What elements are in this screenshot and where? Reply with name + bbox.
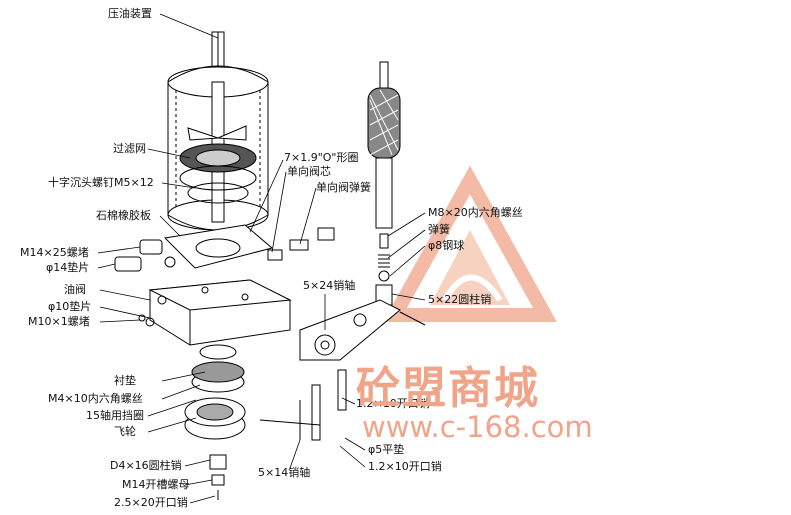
label-m4-screw: M4×10内六角螺丝 — [48, 392, 143, 405]
label-phi5-washer: φ5平垫 — [368, 443, 405, 456]
label-pin-5x14: 5×14销轴 — [258, 466, 311, 479]
label-m8-screw: M8×20内六角螺丝 — [428, 206, 523, 219]
label-filter-net: 过滤网 — [113, 142, 146, 155]
label-m14-screw: M14×25螺堵 — [20, 246, 89, 259]
label-phi10-washer: φ10垫片 — [48, 300, 92, 313]
label-check-valve-core: 单向阀芯 — [287, 165, 331, 178]
watermark-name: 砼盟商城 — [356, 363, 540, 414]
label-pin-d4x16: D4×16圆柱销 — [110, 459, 182, 472]
label-pad: 衬垫 — [114, 374, 136, 387]
label-flywheel: 飞轮 — [114, 425, 136, 438]
label-spring: 弹簧 — [428, 223, 450, 236]
label-phi8-ball: φ8钢球 — [428, 239, 465, 252]
watermark-url: www.c-168.com — [362, 410, 593, 444]
label-cotter-1-2x10-b: 1.2×10开口销 — [368, 460, 442, 473]
label-oil-valve: 油阀 — [64, 283, 86, 296]
label-pin-5x22: 5×22圆柱销 — [428, 293, 492, 306]
label-pin-5x24: 5×24销轴 — [303, 279, 356, 292]
label-o-ring: 7×1.9"O"形圈 — [284, 151, 359, 164]
watermark-logo — [383, 165, 557, 322]
label-bearing-15: 15轴用挡圈 — [86, 409, 144, 422]
label-phi14-washer: φ14垫片 — [46, 261, 90, 274]
label-cross-screw: 十字沉头螺钉M5×12 — [48, 176, 154, 189]
label-cotter-2-5x20: 2.5×20开口销 — [114, 496, 188, 509]
label-pressure-oil-device: 压油装置 — [108, 7, 152, 20]
label-check-valve-spring: 单向阀弹簧 — [316, 181, 371, 194]
label-cotter-1-2x10: 1.2×10开口销 — [356, 397, 430, 410]
label-m10-plug: M10×1螺堵 — [28, 315, 90, 328]
label-asbestos-gasket: 石棉橡胶板 — [96, 209, 151, 222]
label-m14-nut: M14开槽螺母 — [122, 478, 190, 491]
